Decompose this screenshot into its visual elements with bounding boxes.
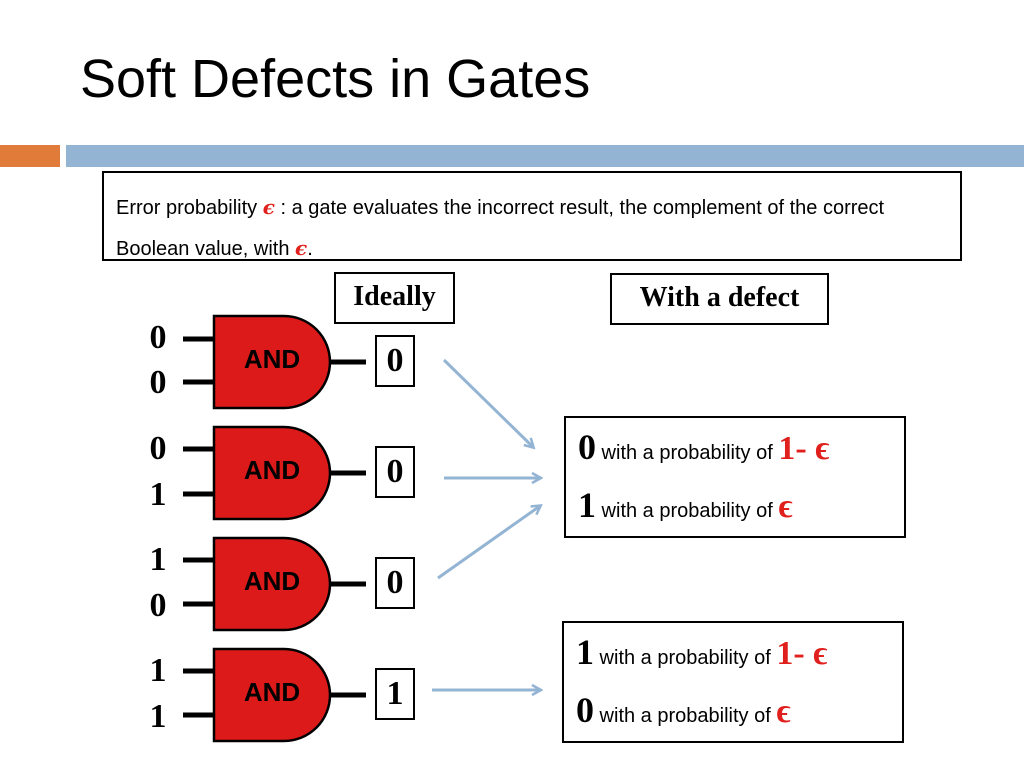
gate-label: AND [244, 344, 300, 374]
outcome-line: 0 with a probability of 1- ϵ [578, 426, 829, 468]
gate-label: AND [244, 455, 300, 485]
outcome-text: with a probability of [596, 442, 779, 464]
outcome-bit: 0 [576, 690, 594, 730]
input-bit: 0 [149, 319, 167, 356]
outcome-text: with a probability of [594, 647, 777, 669]
header-rule-bar [66, 145, 1024, 167]
and-gate-body [212, 647, 332, 743]
ideal-output-box: 0 [375, 557, 415, 609]
outcome-probability: 1- ϵ [776, 635, 828, 672]
outcome-line: 1 with a probability of 1- ϵ [576, 631, 827, 673]
outcome-line: 1 with a probability of ϵ [578, 484, 793, 526]
outcome-probability: 1- ϵ [778, 430, 830, 467]
epsilon-symbol: ϵ [295, 236, 308, 260]
ideal-output-box: 0 [375, 335, 415, 387]
input-bit: 1 [149, 698, 167, 735]
definition-box: Error probability ϵ : a gate evaluates t… [102, 171, 962, 261]
outcome-line: 0 with a probability of ϵ [576, 689, 791, 731]
input-bit: 0 [149, 364, 167, 401]
outcome-text: with a probability of [594, 705, 777, 727]
input-bit: 1 [149, 652, 167, 689]
and-gate-2: AND [183, 425, 366, 521]
with-defect-label: With a defect [610, 273, 829, 325]
defect-outcome-box-1: 0 with a probability of 1- ϵ 1 with a pr… [564, 416, 906, 538]
gate-label: AND [244, 677, 300, 707]
input-bit: 0 [149, 587, 167, 624]
and-gate-4: AND [183, 647, 366, 743]
outcome-bit: 1 [576, 632, 594, 672]
input-bit: 0 [149, 430, 167, 467]
slide-title: Soft Defects in Gates [80, 49, 591, 109]
definition-text-1: Error probability [116, 197, 263, 219]
arrow-gate3-to-outcome1 [437, 506, 540, 580]
header-accent-bar [0, 145, 60, 167]
definition-text-3: . [307, 238, 313, 260]
input-bit: 1 [149, 541, 167, 578]
outcome-bit: 1 [578, 485, 596, 525]
and-gate-body [212, 536, 332, 632]
arrow-gate1-to-outcome1 [442, 358, 533, 447]
outcome-probability: ϵ [776, 693, 791, 730]
outcome-bit: 0 [578, 427, 596, 467]
input-bit: 1 [149, 476, 167, 513]
epsilon-symbol: ϵ [262, 195, 275, 219]
gate-label: AND [244, 566, 300, 596]
and-gate-3: AND [183, 536, 366, 632]
and-gate-1: AND [183, 314, 366, 410]
and-gate-body [212, 425, 332, 521]
ideal-output-box: 1 [375, 668, 415, 720]
outcome-text: with a probability of [596, 500, 779, 522]
and-gate-body [212, 314, 332, 410]
definition-text-2: : a gate evaluates the incorrect result,… [116, 197, 885, 260]
outcome-probability: ϵ [778, 488, 793, 525]
ideally-label: Ideally [334, 272, 455, 324]
ideal-output-box: 0 [375, 446, 415, 498]
defect-outcome-box-2: 1 with a probability of 1- ϵ 0 with a pr… [562, 621, 904, 743]
